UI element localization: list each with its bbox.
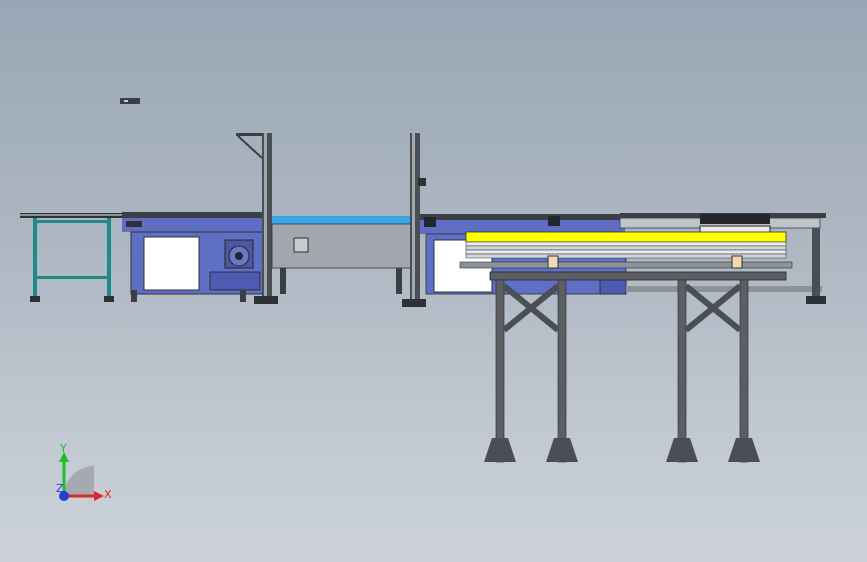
coordinate-triad: Y X Z [56, 442, 112, 501]
x-axis-label: X [104, 488, 112, 501]
gantry-post-right[interactable] [402, 133, 426, 307]
drive-motor[interactable] [224, 239, 254, 269]
infeed-conveyor[interactable] [122, 212, 267, 302]
transfer-belt[interactable] [271, 216, 413, 294]
gantry-post-left[interactable] [236, 133, 278, 304]
elevated-rack[interactable] [484, 271, 787, 463]
rack-stand-left[interactable] [484, 279, 578, 463]
rack-stand-right[interactable] [666, 279, 760, 463]
y-axis-label: Y [59, 442, 67, 455]
z-axis-dot [59, 491, 69, 501]
work-table[interactable] [20, 213, 124, 302]
floating-bracket[interactable] [120, 98, 140, 104]
discharge-frame[interactable] [619, 213, 826, 304]
roller-bed[interactable] [459, 231, 793, 269]
triad-plane [64, 466, 94, 496]
z-axis-label: Z [56, 482, 64, 495]
